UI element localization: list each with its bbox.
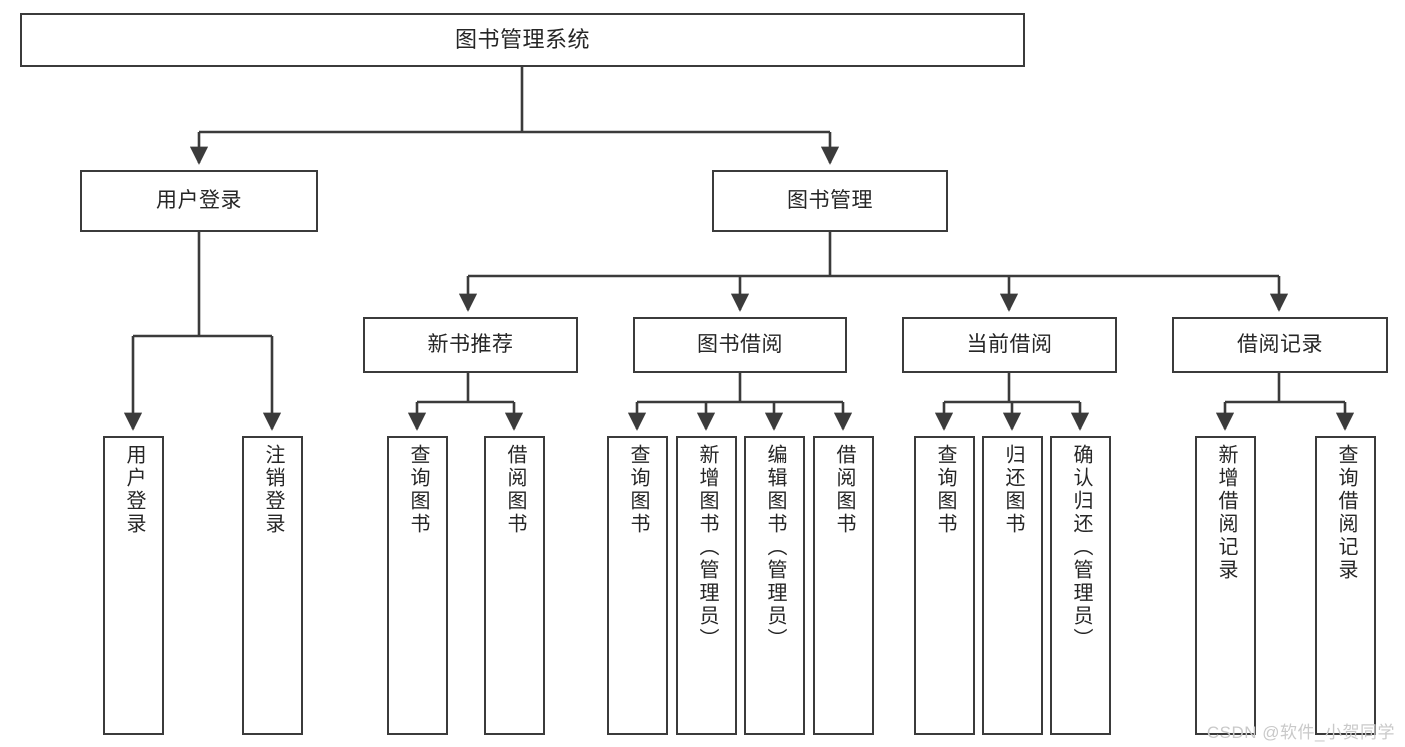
node-label: 新增图书（管理员）	[696, 444, 718, 651]
node-label: 图书管理	[787, 188, 873, 212]
node-leaf-query-book-recommend[interactable]: 查询图书	[387, 436, 448, 735]
node-leaf-confirm-return-admin[interactable]: 确认归还（管理员）	[1050, 436, 1111, 735]
node-label: 借阅图书	[504, 444, 526, 536]
node-label: 借阅图书	[833, 444, 855, 536]
node-label: 查询图书	[934, 444, 956, 536]
node-label: 查询借阅记录	[1335, 444, 1357, 582]
node-leaf-borrow-book-recommend[interactable]: 借阅图书	[484, 436, 545, 735]
node-leaf-edit-book-admin[interactable]: 编辑图书（管理员）	[744, 436, 805, 735]
node-leaf-borrow-book[interactable]: 借阅图书	[813, 436, 874, 735]
node-leaf-user-login[interactable]: 用户登录	[103, 436, 164, 735]
csdn-watermark: CSDN @软件_小贺同学	[1206, 723, 1395, 742]
node-leaf-query-book-borrow[interactable]: 查询图书	[607, 436, 668, 735]
node-leaf-add-borrow-record[interactable]: 新增借阅记录	[1195, 436, 1256, 735]
node-label: 用户登录	[156, 188, 242, 212]
node-label: 编辑图书（管理员）	[764, 444, 786, 651]
node-label: 用户登录	[123, 444, 145, 536]
node-label: 确认归还（管理员）	[1070, 444, 1092, 651]
node-user-login[interactable]: 用户登录	[80, 170, 318, 232]
node-leaf-query-book-current[interactable]: 查询图书	[914, 436, 975, 735]
node-leaf-query-borrow-record[interactable]: 查询借阅记录	[1315, 436, 1376, 735]
node-label: 归还图书	[1002, 444, 1024, 536]
node-label: 新增借阅记录	[1215, 444, 1237, 582]
node-label: 查询图书	[407, 444, 429, 536]
node-leaf-add-book-admin[interactable]: 新增图书（管理员）	[676, 436, 737, 735]
node-borrow-records[interactable]: 借阅记录	[1172, 317, 1388, 373]
node-new-book-recommend[interactable]: 新书推荐	[363, 317, 578, 373]
node-label: 图书管理系统	[454, 27, 590, 53]
node-leaf-user-logout[interactable]: 注销登录	[242, 436, 303, 735]
node-label: 图书借阅	[697, 332, 783, 356]
node-label: 借阅记录	[1237, 332, 1323, 356]
node-book-management[interactable]: 图书管理	[712, 170, 948, 232]
node-label: 查询图书	[627, 444, 649, 536]
node-root-book-management-system[interactable]: 图书管理系统	[20, 13, 1025, 67]
node-book-borrow[interactable]: 图书借阅	[633, 317, 847, 373]
node-label: 注销登录	[262, 444, 284, 536]
node-leaf-return-book[interactable]: 归还图书	[982, 436, 1043, 735]
node-current-borrow[interactable]: 当前借阅	[902, 317, 1117, 373]
node-label: 新书推荐	[427, 332, 514, 356]
node-label: 当前借阅	[966, 332, 1053, 356]
